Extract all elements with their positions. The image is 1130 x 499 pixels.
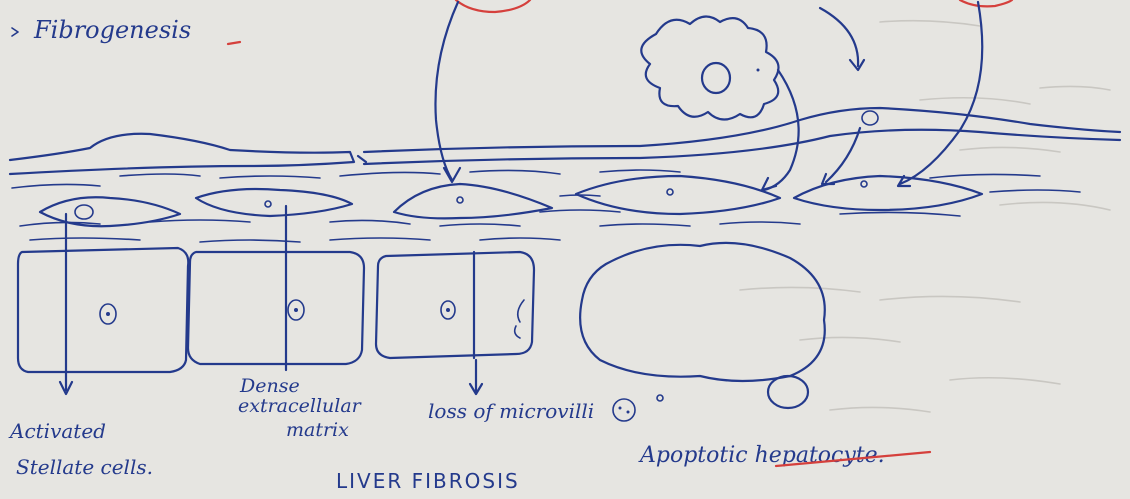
label-microvilli: loss of microvilli (428, 399, 594, 423)
diagram-title: LIVER FIBROSIS (336, 469, 520, 493)
hepatocyte-2 (188, 252, 364, 364)
stellate-cell-3 (394, 184, 552, 218)
hepatocyte-3 (376, 252, 534, 358)
red-circle-partial-left (456, 0, 530, 12)
heading-group: Fibrogenesis (12, 16, 240, 44)
stellate-cell-4 (576, 176, 780, 214)
label-dense-line2: extracellular (238, 395, 363, 417)
blebbing-edge (515, 300, 524, 338)
stellate-cells (40, 176, 982, 226)
label-apoptotic: Apoptotic hepatocyte. (638, 443, 885, 468)
hepatocyte-1 (18, 248, 188, 372)
bleed-through-marks (740, 21, 1110, 412)
sinusoidal-endothelium (10, 108, 1120, 174)
arrow-icon (12, 28, 18, 36)
apoptotic-hepatocyte (580, 243, 825, 421)
pointer-arrows (60, 206, 482, 394)
macrophage-cell (641, 16, 778, 119)
label-dense-line1: Dense (239, 375, 300, 397)
stellate-cell-2 (196, 189, 352, 216)
label-dense-line3: matrix (286, 419, 349, 441)
label-activated-line1: Activated (8, 419, 106, 443)
signal-arrows (435, 2, 982, 190)
page-heading: Fibrogenesis (33, 16, 191, 44)
hepatocytes (18, 248, 534, 372)
endothelial-nucleus (862, 111, 878, 125)
macrophage-nucleus (702, 63, 730, 93)
heading-red-tick (228, 42, 240, 44)
label-activated-line2: Stellate cells. (16, 455, 153, 479)
red-circle-partial-right (960, 0, 1012, 6)
